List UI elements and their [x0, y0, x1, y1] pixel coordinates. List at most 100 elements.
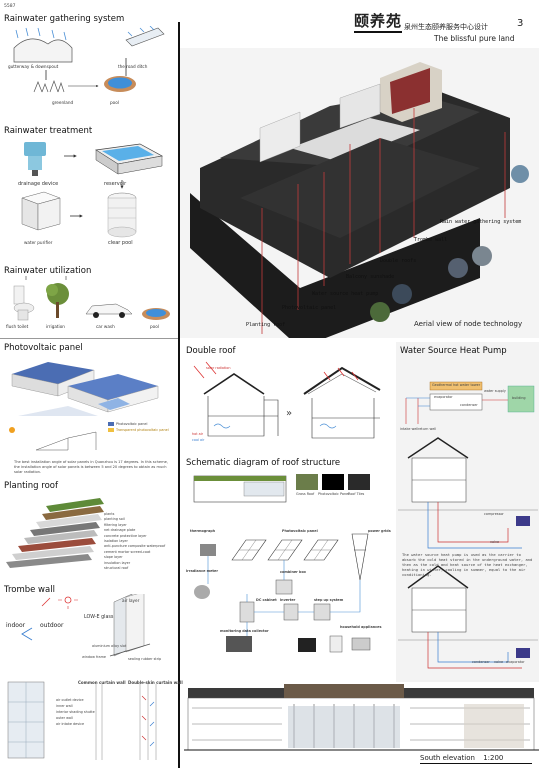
vertical-divider: [178, 22, 180, 768]
hp-valve-1: valve: [490, 540, 500, 544]
thermograph-icon: [200, 544, 216, 556]
hp-evaporator-top: evaporator: [434, 395, 453, 399]
reservoir-icon: [95, 143, 164, 175]
hp-condenser-bottom: condenser: [472, 660, 490, 664]
heat-pump-diagram: [398, 381, 538, 669]
rainwater-utilization-title: Rainwater utilization: [4, 266, 92, 276]
roof-structure-title: Schematic diagram of roof structure: [186, 458, 341, 468]
heat-pump-note: The water source heat pump is used as th…: [402, 552, 533, 577]
double-roof-solar: solar radiation: [206, 366, 231, 370]
label-irrigation: irrigation: [46, 324, 65, 329]
rainwater-treatment-title: Rainwater treatment: [4, 126, 93, 136]
car-icon: [85, 303, 133, 318]
roof-pv-label: Photovoltaic Panel: [318, 492, 350, 496]
pv-thumb: [322, 474, 344, 490]
photovoltaic-note: The best installation angle of solar pan…: [14, 460, 168, 474]
pv-panel: Photovoltaic panel: [282, 529, 318, 533]
aerial-label-pv: Photovoltaic panel: [282, 305, 337, 311]
detail-thumb: [370, 302, 390, 322]
page-id: 5587: [4, 4, 16, 9]
hp-intake-well: intake well: [400, 427, 419, 431]
tree-icon: [46, 283, 69, 318]
trombe-outdoor: outdoor: [40, 622, 64, 629]
water-purifier-icon: [21, 191, 61, 231]
irradiance-meter-icon: [194, 585, 210, 599]
layer-label: anti-puncture composite waterproof: [104, 544, 166, 549]
south-elevation-drawing: [184, 684, 539, 751]
label-clear-pool: clear pool: [108, 240, 133, 246]
building-icon: [507, 385, 535, 413]
hp-evaporator-bottom: evaporator: [506, 660, 525, 664]
solar-panel-icons: [231, 539, 339, 561]
greenland-icon: [33, 79, 65, 93]
planting-roof-layer-labels: plants planting soil filtering layer net…: [104, 512, 165, 571]
elevation-caption-text: South elevation: [420, 754, 475, 762]
hp-return-well: return well: [418, 427, 437, 431]
logo-text: 颐养苑: [354, 10, 403, 33]
power-tower-icon: [351, 533, 369, 581]
trombe-window-frame: window frame: [82, 655, 106, 659]
elevation-caption: South elevation 1:200: [420, 754, 503, 762]
label-drainage-device: drainage device: [18, 181, 59, 187]
header: 颐养苑 泉州生态颐养服务中心设计 3 The blissful pure lan…: [352, 8, 532, 48]
pv-appliances: household appliances: [340, 625, 382, 629]
double-roof-cool-air: cool air: [192, 438, 205, 442]
pv-monitor: monitoring data collector: [220, 629, 269, 633]
trombe-lowe-glass: LOW-E glass: [84, 615, 114, 620]
label-reservoir: reservoir: [104, 181, 127, 187]
label-pool: pool: [110, 100, 119, 105]
aerial-view-drawing: [190, 62, 529, 338]
grass-roof-thumb: [296, 474, 318, 490]
photovoltaic-title: Photovoltaic panel: [4, 343, 83, 353]
aerial-caption: Aerial view of node technology: [414, 320, 523, 328]
clear-pool-icon: [107, 192, 137, 238]
elevation-scale: 1:200: [483, 754, 504, 762]
label-gutterway: gutterway & downspout: [8, 64, 59, 69]
roof-tiles-thumb: [348, 474, 370, 490]
pv-power-grids: power grids: [368, 529, 391, 533]
label-flush-toilet: flush toilet: [6, 324, 29, 329]
detail-thumb: [448, 258, 468, 278]
aerial-label-rainwater: Rain water gathering system: [440, 219, 522, 225]
inverter-icon: [283, 603, 299, 621]
legend-swatch-pv: [108, 422, 114, 426]
hp-condenser-top: condenser: [460, 403, 478, 407]
legend-transparent-pv: Transparent photovoltaic panel: [116, 428, 169, 432]
label-greenland: greenland: [52, 100, 74, 105]
aerial-label-balcony: Balcony sunshade: [346, 274, 395, 280]
double-roof-diagram: »: [193, 361, 381, 439]
toilet-icon: [13, 285, 35, 321]
pv-irradiance: irradiance meter: [186, 569, 219, 573]
monitor-icon: [226, 636, 252, 652]
hp-valve-2: valve: [494, 660, 504, 664]
layer-label: planting soil: [104, 517, 125, 522]
curtain-air-intake: air intake device: [56, 722, 85, 726]
photovoltaic-building-diagram: [11, 362, 159, 416]
curtain-wall-diagram: [7, 681, 157, 760]
trombe-aluminium: aluminium alloy slot: [92, 644, 127, 648]
elevation-underline: [420, 763, 532, 764]
rainwater-gathering-title: Rainwater gathering system: [4, 14, 125, 24]
layer-label: slope layer: [104, 555, 123, 560]
aerial-label-planting-roof: Planting roof: [246, 322, 286, 328]
pv-combiner: combiner box: [280, 570, 306, 574]
rainwater-gathering-diagram: [13, 26, 165, 93]
curtain-common: Common curtain wall: [78, 680, 126, 685]
hp-water-supply: water supply: [484, 389, 506, 393]
trombe-wall-diagram: [21, 594, 151, 657]
legend-pv: Photovoltaic panel: [116, 422, 148, 426]
hp-compressor: compressor: [484, 512, 504, 516]
curtain-shading: interior shading shutte: [56, 710, 95, 714]
pv-inverter: inverter: [280, 598, 296, 602]
roof-structure-diagram: [193, 474, 370, 503]
layer-label: concrete protective layer: [104, 533, 147, 538]
washer-icon: [329, 635, 343, 653]
hp-geothermal: Geothermal hot water tower: [432, 383, 481, 387]
layer-label: plants: [104, 512, 115, 516]
curtain-outer-wall: outer wall: [56, 716, 73, 720]
label-pool-utilization: pool: [150, 324, 159, 329]
drainage-device-icon: [24, 142, 46, 176]
planting-roof-layers-diagram: [6, 498, 104, 568]
tv-icon: [298, 638, 316, 652]
svg-text:»: »: [286, 408, 292, 419]
